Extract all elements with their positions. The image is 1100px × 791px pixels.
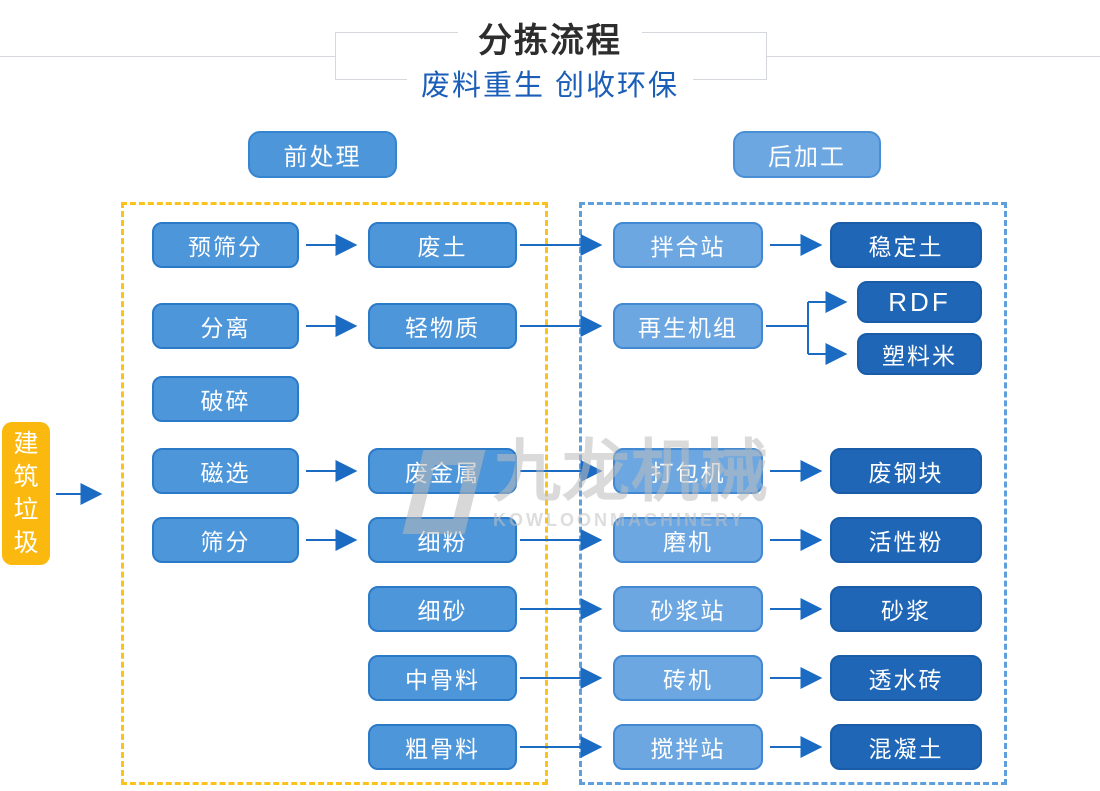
node-waste-soil: 废土 xyxy=(368,222,517,268)
section-label-post-processing: 后加工 xyxy=(733,131,881,178)
node-magnetic-separation: 磁选 xyxy=(152,448,299,494)
post-processing-zone-border xyxy=(579,202,1007,785)
node-fine-powder: 细粉 xyxy=(368,517,517,563)
node-stabilized-soil: 稳定土 xyxy=(830,222,982,268)
page-title-text: 分拣流程 xyxy=(458,13,642,62)
node-mortar: 砂浆 xyxy=(830,586,982,632)
node-baler: 打包机 xyxy=(613,448,763,494)
node-construction-waste: 建筑垃圾 xyxy=(2,422,50,565)
node-separation: 分离 xyxy=(152,303,299,349)
node-mortar-plant: 砂浆站 xyxy=(613,586,763,632)
node-crushing: 破碎 xyxy=(152,376,299,422)
node-brick-machine: 砖机 xyxy=(613,655,763,701)
node-mixing-plant: 拌合站 xyxy=(613,222,763,268)
section-label-pre-processing: 前处理 xyxy=(248,131,397,178)
page-subtitle-text: 废料重生 创收环保 xyxy=(406,62,694,104)
page-title: 分拣流程 xyxy=(0,13,1100,62)
node-coarse-aggregate: 粗骨料 xyxy=(368,724,517,770)
node-waste-metal: 废金属 xyxy=(368,448,517,494)
node-mill: 磨机 xyxy=(613,517,763,563)
node-regeneration-unit: 再生机组 xyxy=(613,303,763,349)
node-concrete: 混凝土 xyxy=(830,724,982,770)
node-light-material: 轻物质 xyxy=(368,303,517,349)
node-active-powder: 活性粉 xyxy=(830,517,982,563)
node-plastic-pellets: 塑料米 xyxy=(857,333,982,375)
pre-processing-zone-border xyxy=(121,202,548,785)
node-rdf: RDF xyxy=(857,281,982,323)
page-subtitle: 废料重生 创收环保 xyxy=(0,62,1100,104)
node-fine-sand: 细砂 xyxy=(368,586,517,632)
node-medium-aggregate: 中骨料 xyxy=(368,655,517,701)
node-pre-screening: 预筛分 xyxy=(152,222,299,268)
node-screening: 筛分 xyxy=(152,517,299,563)
node-concrete-plant: 搅拌站 xyxy=(613,724,763,770)
node-permeable-brick: 透水砖 xyxy=(830,655,982,701)
node-waste-steel-block: 废钢块 xyxy=(830,448,982,494)
